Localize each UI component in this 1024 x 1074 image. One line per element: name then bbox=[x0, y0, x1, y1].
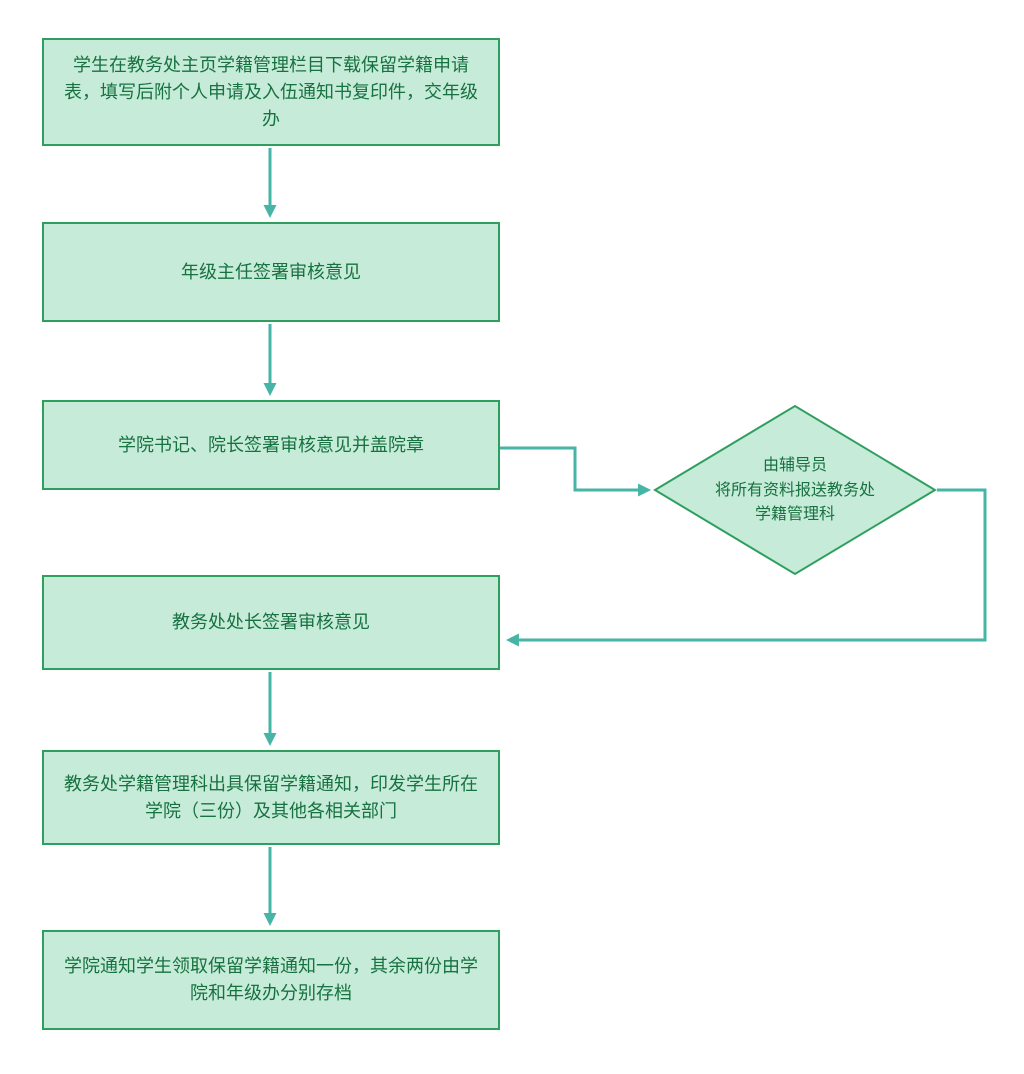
decision-diamond-shape bbox=[653, 404, 937, 576]
flow-step-college-leaders-review: 学院书记、院长签署审核意见并盖院章 bbox=[42, 400, 500, 490]
flow-step-issue-notice: 教务处学籍管理科出具保留学籍通知，印发学生所在学院（三份）及其他各相关部门 bbox=[42, 750, 500, 845]
arrow-step3-to-decision bbox=[500, 446, 652, 497]
flow-step-student-collect-notice: 学院通知学生领取保留学籍通知一份，其余两份由学院和年级办分别存档 bbox=[42, 930, 500, 1030]
flow-step-grade-director-review: 年级主任签署审核意见 bbox=[42, 222, 500, 322]
flow-step-download-form: 学生在教务处主页学籍管理栏目下载保留学籍申请表，填写后附个人申请及入伍通知书复印… bbox=[42, 38, 500, 146]
flow-step-dean-review: 教务处处长签署审核意见 bbox=[42, 575, 500, 670]
arrow-decision-to-step4 bbox=[505, 488, 987, 647]
